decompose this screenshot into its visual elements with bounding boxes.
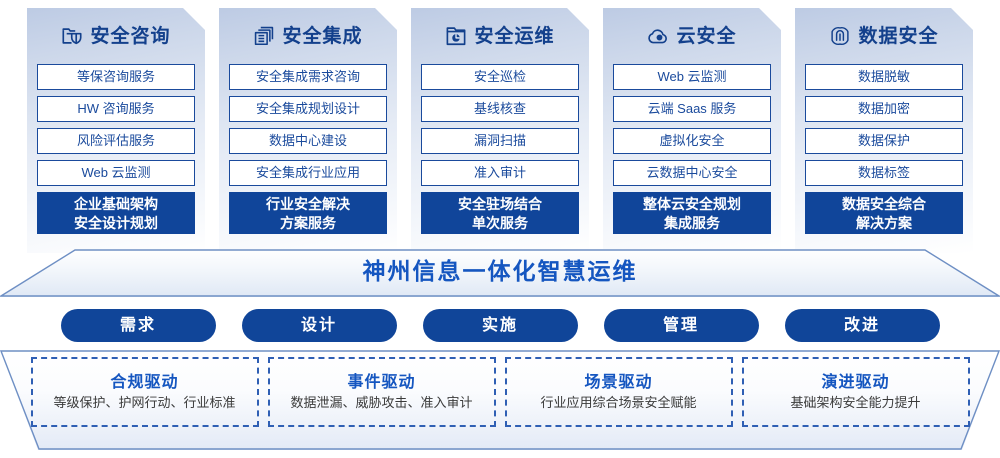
service-item[interactable]: 数据中心建设: [229, 128, 387, 154]
driver-compliance[interactable]: 合规驱动 等级保护、护网行动、行业标准: [30, 357, 259, 427]
pillar-column-security-integration: 安全集成 安全集成需求咨询 安全集成规划设计 数据中心建设 安全集成行业应用 行…: [219, 8, 397, 253]
driver-description: 等级保护、护网行动、行业标准: [53, 395, 236, 410]
service-item[interactable]: 安全集成规划设计: [229, 96, 387, 122]
driver-description: 基础架构安全能力提升: [790, 395, 921, 410]
service-item[interactable]: HW 咨询服务: [37, 96, 195, 122]
pill-management[interactable]: 管理: [603, 309, 759, 342]
column-title: 云安全: [676, 25, 737, 47]
column-title: 安全咨询: [90, 25, 171, 47]
lifecycle-pill-row: 需求 设计 实施 管理 改进: [0, 309, 1000, 342]
column-highlight-item[interactable]: 行业安全解决 方案服务: [229, 192, 387, 234]
column-title: 安全运维: [474, 25, 555, 47]
pill-implementation[interactable]: 实施: [422, 309, 578, 342]
column-title: 安全集成: [282, 25, 363, 47]
service-item[interactable]: 虚拟化安全: [613, 128, 771, 154]
pillar-column-security-operations: 安全运维 安全巡检 基线核查 漏洞扫描 准入审计 安全驻场结合 单次服务: [411, 8, 589, 253]
column-highlight-item[interactable]: 企业基础架构 安全设计规划: [37, 192, 195, 234]
service-item[interactable]: 基线核查: [421, 96, 579, 122]
monitor-chart-icon: [445, 25, 467, 47]
pill-improvement[interactable]: 改进: [784, 309, 940, 342]
driver-evolution[interactable]: 演进驱动 基础架构安全能力提升: [741, 357, 970, 427]
pill-demand[interactable]: 需求: [60, 309, 216, 342]
service-item[interactable]: 准入审计: [421, 160, 579, 186]
drivers-row: 合规驱动 等级保护、护网行动、行业标准 事件驱动 数据泄漏、威胁攻击、准入审计 …: [0, 357, 1000, 427]
service-item[interactable]: 数据保护: [805, 128, 963, 154]
service-item[interactable]: 云数据中心安全: [613, 160, 771, 186]
service-item[interactable]: 数据脱敏: [805, 64, 963, 90]
service-item[interactable]: 等保咨询服务: [37, 64, 195, 90]
platform-banner: 神州信息一体化智慧运维: [0, 249, 1000, 297]
pill-design[interactable]: 设计: [241, 309, 397, 342]
service-item[interactable]: 云端 Saas 服务: [613, 96, 771, 122]
column-highlight-item[interactable]: 数据安全综合 解决方案: [805, 192, 963, 234]
service-item[interactable]: 数据加密: [805, 96, 963, 122]
documents-stack-icon: [253, 25, 275, 47]
driver-title: 事件驱动: [347, 374, 416, 391]
service-item[interactable]: 数据标签: [805, 160, 963, 186]
driver-title: 演进驱动: [821, 374, 890, 391]
driver-title: 合规驱动: [110, 374, 179, 391]
column-header: 安全集成: [229, 16, 387, 56]
banner-title: 神州信息一体化智慧运维: [362, 257, 638, 284]
driver-scenario[interactable]: 场景驱动 行业应用综合场景安全赋能: [504, 357, 733, 427]
service-item[interactable]: Web 云监测: [37, 160, 195, 186]
service-item[interactable]: 安全巡检: [421, 64, 579, 90]
column-highlight-item[interactable]: 安全驻场结合 单次服务: [421, 192, 579, 234]
column-header: 安全咨询: [37, 16, 195, 56]
driver-title: 场景驱动: [584, 374, 653, 391]
pillar-column-cloud-security: 云安全 Web 云监测 云端 Saas 服务 虚拟化安全 云数据中心安全 整体云…: [603, 8, 781, 253]
pillar-column-security-consulting: 安全咨询 等保咨询服务 HW 咨询服务 风险评估服务 Web 云监测 企业基础架…: [27, 8, 205, 253]
column-header: 云安全: [613, 16, 771, 56]
driver-description: 行业应用综合场景安全赋能: [540, 395, 697, 410]
pillar-column-data-security: 数据安全 数据脱敏 数据加密 数据保护 数据标签 数据安全综合 解决方案: [795, 8, 973, 253]
service-item[interactable]: 安全集成需求咨询: [229, 64, 387, 90]
service-item[interactable]: 风险评估服务: [37, 128, 195, 154]
pillar-columns: 安全咨询 等保咨询服务 HW 咨询服务 风险评估服务 Web 云监测 企业基础架…: [0, 8, 1000, 253]
driver-description: 数据泄漏、威胁攻击、准入审计: [290, 395, 473, 410]
service-item[interactable]: 安全集成行业应用: [229, 160, 387, 186]
column-header: 数据安全: [805, 16, 963, 56]
driver-incident[interactable]: 事件驱动 数据泄漏、威胁攻击、准入审计: [267, 357, 496, 427]
service-item[interactable]: Web 云监测: [613, 64, 771, 90]
fingerprint-icon: [829, 25, 851, 47]
service-item[interactable]: 漏洞扫描: [421, 128, 579, 154]
folder-shield-icon: [61, 25, 83, 47]
column-header: 安全运维: [421, 16, 579, 56]
cloud-icon: [647, 25, 669, 47]
column-title: 数据安全: [858, 25, 939, 47]
column-highlight-item[interactable]: 整体云安全规划 集成服务: [613, 192, 771, 234]
